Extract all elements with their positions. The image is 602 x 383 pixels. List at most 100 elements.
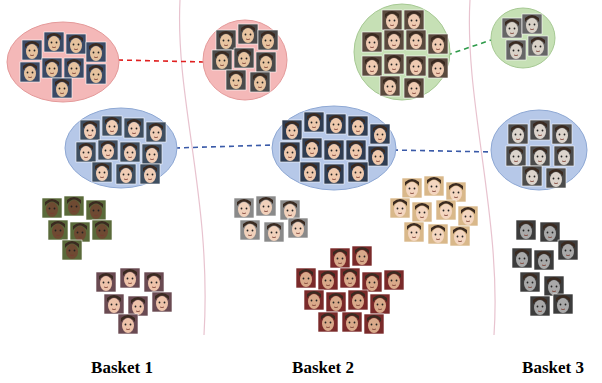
face-photo (256, 52, 276, 72)
face-photo (70, 222, 90, 242)
face-photo (102, 116, 122, 136)
face-cluster (280, 112, 390, 184)
face-photo (348, 162, 368, 182)
face-photo (120, 142, 140, 162)
face-photo (234, 198, 254, 218)
face-photo (362, 272, 382, 292)
face-photo (362, 32, 382, 52)
face-photo (404, 222, 424, 242)
cluster-ellipse (491, 110, 587, 190)
face-photo (362, 56, 382, 76)
face-photo (534, 250, 554, 270)
face-photo (142, 144, 162, 164)
face-photo (552, 124, 572, 144)
face-photo (66, 34, 86, 54)
face-photo (406, 30, 426, 50)
face-photo (544, 276, 564, 296)
face-photo (370, 124, 390, 144)
face-photo (506, 40, 526, 60)
face-photo (264, 222, 284, 242)
face-photo (238, 24, 258, 44)
cluster-ellipse (354, 4, 450, 100)
face-photo (304, 290, 324, 310)
face-photo (20, 62, 40, 82)
face-photo (234, 48, 254, 68)
face-photo (216, 30, 236, 50)
face-photo (424, 176, 444, 196)
face-photo (428, 224, 448, 244)
face-photo (42, 58, 62, 78)
face-photo (404, 10, 424, 30)
face-photo (128, 296, 148, 316)
face-cluster (502, 14, 548, 60)
face-photo (64, 58, 84, 78)
face-photo (520, 272, 540, 292)
face-photo (258, 30, 278, 50)
face-photo (404, 78, 424, 98)
face-photo (48, 220, 68, 240)
face-cluster (512, 220, 578, 316)
face-photo (522, 166, 542, 186)
face-photo (530, 296, 550, 316)
basket-label: Basket 3 (522, 358, 584, 378)
match-line (118, 60, 205, 62)
face-photo (318, 270, 338, 290)
face-photo (124, 118, 144, 138)
face-photo (428, 34, 448, 54)
cluster-ellipse (491, 8, 555, 68)
face-photo (318, 312, 338, 332)
face-photo (144, 272, 164, 292)
face-photo (324, 140, 344, 160)
face-photo (384, 30, 404, 50)
face-photo (390, 198, 410, 218)
face-photo (368, 146, 388, 166)
face-photo (326, 114, 346, 134)
face-cluster (506, 120, 574, 188)
face-photo (528, 36, 548, 56)
cluster-ellipse (203, 20, 287, 100)
face-cluster (96, 268, 172, 334)
face-photo (250, 72, 270, 92)
face-photo (348, 290, 368, 310)
face-photo (384, 270, 404, 290)
face-photo (92, 220, 112, 240)
face-photo (540, 222, 560, 242)
face-photo (120, 268, 140, 288)
face-photo (554, 146, 574, 166)
cluster-ellipse (65, 108, 177, 188)
face-photo (558, 240, 578, 260)
face-cluster (390, 176, 478, 246)
face-photo (384, 54, 404, 74)
face-photo (44, 32, 64, 52)
face-photo (502, 18, 522, 38)
face-photo (370, 294, 390, 314)
face-photo (506, 146, 526, 166)
match-line (175, 145, 273, 148)
face-photo (340, 268, 360, 288)
face-photo (428, 58, 448, 78)
face-photo (553, 294, 573, 314)
face-cluster (296, 246, 404, 334)
face-photo (118, 314, 138, 334)
face-photo (324, 164, 344, 184)
face-photo (330, 248, 350, 268)
face-cluster (20, 32, 106, 98)
face-photo (288, 218, 308, 238)
face-photo (22, 40, 42, 60)
face-photo (412, 202, 432, 222)
face-photo (352, 246, 372, 266)
face-photo (304, 112, 324, 132)
face-photo (140, 164, 160, 184)
face-photo (516, 220, 536, 240)
face-photo (80, 120, 100, 140)
cluster-ellipse (272, 106, 396, 190)
face-photo (348, 116, 368, 136)
face-photo (62, 240, 82, 260)
face-photo (406, 56, 426, 76)
match-line (447, 40, 491, 55)
face-photo (280, 142, 300, 162)
face-photo (364, 314, 384, 334)
face-photo (300, 162, 320, 182)
